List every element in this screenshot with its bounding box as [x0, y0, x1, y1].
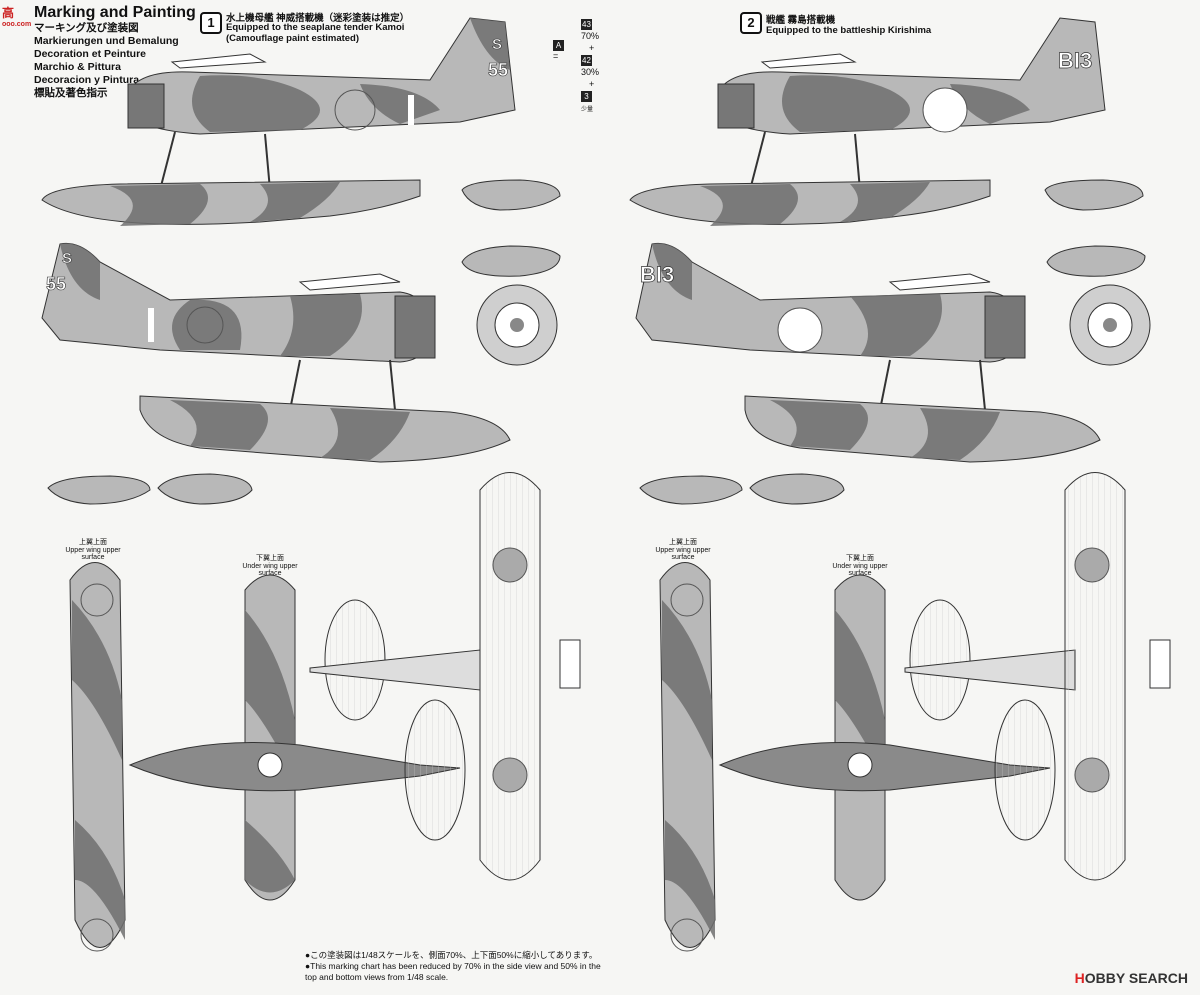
hobbysearch-logo: HOBBY SEARCH [1074, 970, 1188, 986]
subtitle-fr: Decoration et Peinture [34, 48, 147, 60]
scheme2-side-view-1 [629, 17, 1106, 226]
scheme2-upper-wing [659, 562, 716, 952]
subtitle-de: Markierungen und Bemalung [34, 35, 179, 47]
legend-a-box: A [553, 40, 564, 51]
scheme2-en: Equipped to the battleship Kirishima [766, 25, 932, 36]
scheme1-en-note: (Camouflage paint estimated) [226, 33, 360, 44]
subtitle-cn: 標貼及著色指示 [34, 87, 108, 99]
subtitle-jp: マーキング及び塗装図 [34, 22, 139, 34]
scheme2-side-view-2 [635, 242, 1101, 463]
scheme2-code: BI3 [1058, 48, 1093, 74]
scheme1-jp: 水上機母艦 神威搭載機（迷彩塗装は推定） [226, 13, 410, 24]
scheme1-under-wing [128, 574, 466, 901]
scheme1-en: Equipped to the seaplane tender Kamoi [226, 22, 405, 33]
scheme2-tailplane [904, 599, 1076, 721]
subtitle-es: Decoracion y Pintura [34, 74, 140, 86]
footnote: ●この塗装図は1/48スケールを、側面70%、上下面50%に縮小してあります。 … [305, 950, 601, 982]
scheme1-lower-wing-bottom [479, 472, 581, 881]
scheme2-jp: 戦艦 霧島搭載機 [766, 15, 836, 26]
subtitle-it: Marchio & Pittura [34, 61, 121, 73]
scheme2-code-2: BI3 [640, 262, 675, 288]
scheme1-side-view-1 [41, 17, 516, 226]
scheme2-lower-wing-bottom [1064, 472, 1171, 881]
scheme1-number: 1 [200, 12, 222, 34]
scheme1-side-view-2 [41, 242, 511, 463]
scheme1-code-letter: S [492, 36, 503, 54]
scheme1-code-number-2: 55 [46, 274, 67, 295]
scheme1-upper-wing [69, 562, 126, 952]
scheme1-code-number: 55 [488, 60, 509, 81]
scheme2-number: 2 [740, 12, 762, 34]
scheme2-wing-floats [639, 179, 1151, 505]
scheme1-code-letter-2: S [62, 250, 73, 268]
scheme1-tailplane [309, 599, 481, 721]
scheme2-under-wing [718, 574, 1056, 901]
scheme1-wing-floats [47, 179, 561, 505]
page-title: Marking and Painting [34, 4, 196, 21]
